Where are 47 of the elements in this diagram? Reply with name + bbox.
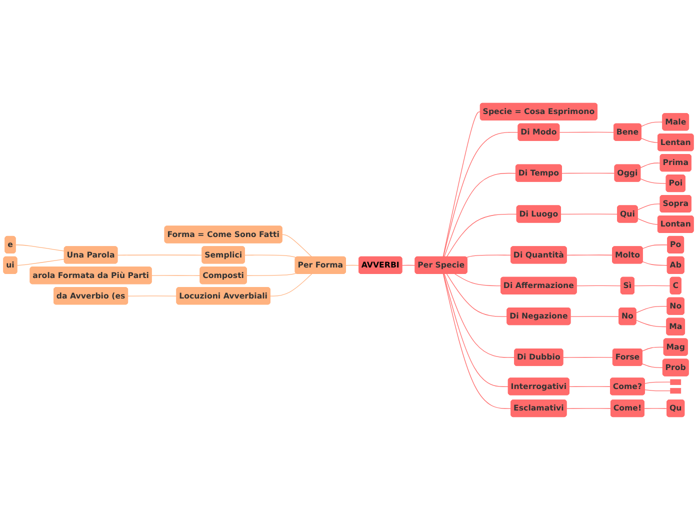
connector — [282, 234, 312, 258]
connector — [270, 274, 312, 296]
connector — [246, 272, 296, 276]
connector — [636, 320, 667, 328]
connector — [576, 285, 622, 286]
connector — [446, 274, 508, 317]
connector — [570, 316, 620, 317]
connector — [566, 254, 613, 256]
connector — [346, 264, 360, 266]
connector — [636, 306, 668, 314]
connector — [117, 254, 202, 256]
connector — [244, 254, 296, 258]
connector — [641, 138, 658, 143]
connector — [16, 258, 65, 266]
connector — [644, 382, 671, 384]
connector — [466, 254, 512, 258]
connector — [443, 274, 509, 387]
connector — [15, 244, 65, 252]
connector — [642, 261, 668, 266]
connector — [642, 346, 664, 352]
connector — [642, 244, 668, 249]
connector — [642, 364, 664, 368]
connector — [454, 274, 502, 286]
connector — [444, 274, 515, 358]
connector — [560, 214, 618, 215]
connector — [637, 204, 661, 210]
connector — [644, 408, 668, 409]
connector — [444, 172, 516, 258]
connector — [644, 390, 671, 392]
connector — [562, 357, 614, 358]
connector — [566, 408, 612, 409]
connector — [637, 218, 658, 225]
connector — [442, 112, 481, 258]
connector — [442, 274, 512, 409]
connector — [569, 386, 611, 387]
connector — [640, 162, 661, 168]
connector — [402, 264, 416, 266]
connector — [443, 132, 519, 258]
connector — [559, 132, 614, 133]
connector — [634, 285, 671, 286]
connector — [641, 122, 663, 127]
node-box — [670, 388, 682, 394]
node-box — [670, 379, 682, 385]
connector — [562, 172, 616, 174]
connector — [640, 178, 667, 184]
connector — [151, 275, 201, 276]
connector — [446, 214, 518, 258]
